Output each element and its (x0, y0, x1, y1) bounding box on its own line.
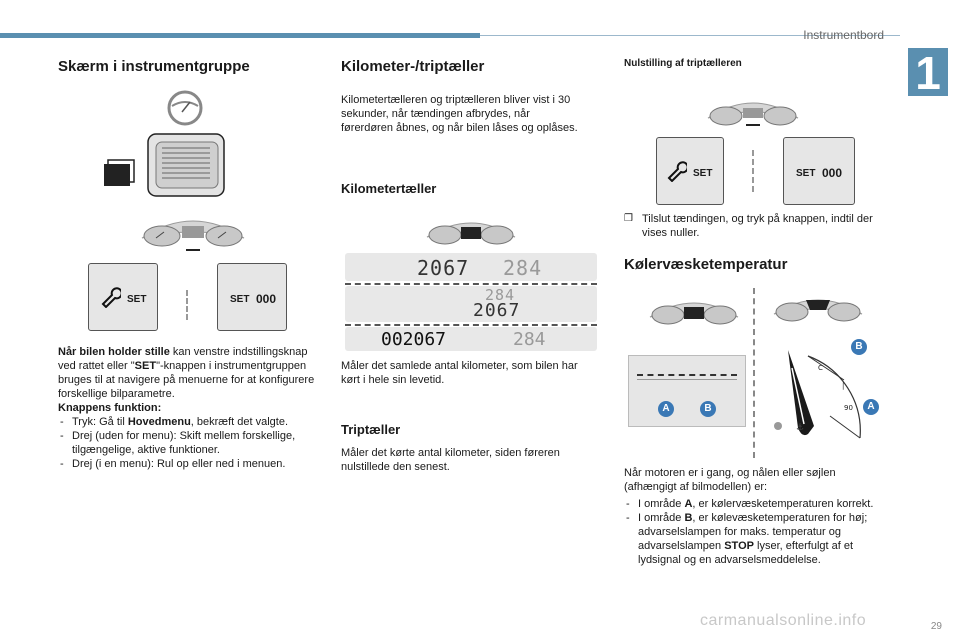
section-title-display: Skærm i instrumentgruppe (58, 58, 250, 75)
odometer-description: Måler det samlede antal kilometer, som b… (341, 360, 578, 386)
steering-wheel-icon (167, 90, 203, 126)
header-accent-bar (0, 33, 480, 38)
display-description: Når bilen holder stille kan venstre inds… (58, 345, 328, 471)
list-item: Drej (uden for menu): Skift mellem forsk… (58, 429, 328, 457)
instrument-cluster-illustration (773, 299, 863, 322)
section-title-coolant: Kølervæsketemperatur (624, 256, 788, 273)
header-rule (480, 35, 900, 36)
set-button-box: SET (656, 137, 724, 205)
wrench-icon (101, 287, 121, 308)
svg-text:C: C (818, 364, 823, 372)
chapter-number: 1 (908, 48, 948, 98)
zone-a-marker: A (658, 401, 674, 417)
divider (186, 290, 188, 320)
odometer-display-3: 002067 284 (345, 327, 597, 351)
list-item: Tryk: Gå til Hovedmenu, bekræft det valg… (58, 415, 328, 429)
function-title: Knappens funktion: (58, 402, 162, 414)
subsection-title-reset: Nulstilling af triptælleren (624, 58, 742, 69)
zeros-label: 000 (256, 292, 277, 306)
trip-description: Måler det kørte antal kilometer, siden f… (341, 447, 560, 473)
odometer-intro: Kilometertælleren og triptælleren bliver… (341, 94, 578, 134)
svg-text:|: | (842, 382, 844, 390)
zone-b-marker: B (851, 339, 867, 355)
chapter-label: Instrumentbord (803, 28, 884, 42)
set-label: SET (693, 168, 713, 179)
instrument-cluster-illustration (426, 222, 516, 245)
steering-wheel-illustration (104, 90, 225, 197)
wrench-icon (667, 161, 687, 182)
coolant-bar-gauge: A B (628, 355, 746, 427)
instrument-cluster-illustration (141, 220, 245, 251)
coolant-needle-gauge: C | 90 ⚓ (774, 350, 861, 439)
zone-a-marker: A (863, 399, 879, 415)
set-label: SET (230, 294, 250, 305)
set-button-box: SET (88, 263, 158, 331)
svg-text:90: 90 (844, 404, 853, 412)
list-item: Drej (i en menu): Rul op eller ned i men… (58, 457, 328, 471)
divider (752, 150, 754, 192)
subsection-title-odometer: Kilometertæller (341, 181, 437, 196)
section-title-odometer: Kilometer-/triptæller (341, 58, 485, 75)
odometer-display-1: 2067 284 (345, 253, 597, 281)
menu-screens-icon (104, 159, 135, 186)
set-000-box: SET 000 (783, 137, 855, 205)
zone-b-marker: B (700, 401, 716, 417)
divider (345, 283, 597, 285)
divider (753, 288, 755, 458)
instrument-cluster-illustration (649, 302, 739, 325)
control-stalk-icon (147, 133, 225, 197)
set-000-box: SET 000 (217, 263, 287, 331)
coolant-zone-list: I område A, er kølervæsketemperaturen ko… (624, 497, 886, 567)
set-label: SET (127, 294, 147, 305)
zeros-label: 000 (822, 166, 843, 180)
reset-instruction: ❒ Tilslut tændingen, og tryk på knappen,… (624, 213, 873, 239)
instrument-cluster-illustration (707, 102, 799, 126)
set-label: SET (796, 168, 816, 179)
odometer-display-2: 284 2067 (345, 286, 597, 322)
svg-text:⚓: ⚓ (796, 423, 804, 433)
checkbox-bullet-icon: ❒ (624, 213, 633, 224)
page-number: 29 (930, 621, 942, 632)
watermark: carmanualsonline.info (700, 612, 867, 629)
function-list: Tryk: Gå til Hovedmenu, bekræft det valg… (58, 415, 328, 471)
coolant-intro: Når motoren er i gang, og nålen eller sø… (624, 467, 836, 493)
divider (345, 324, 597, 326)
subsection-title-trip: Triptæller (341, 422, 401, 437)
list-item: I område A, er kølervæsketemperaturen ko… (624, 497, 886, 511)
list-item: I område B, er kølevæsketemperaturen for… (624, 511, 886, 567)
